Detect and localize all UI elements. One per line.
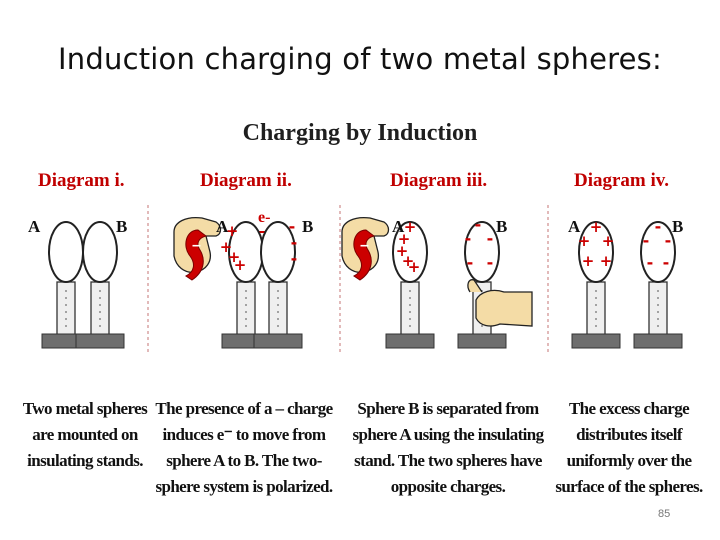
positive-charge: + [602,232,615,250]
negative-charge: - [289,217,296,236]
negative-charge: - [465,229,472,248]
sphere-label-a: A [216,217,229,236]
separating-hand [467,279,533,327]
sphere-label-b: B [672,217,683,236]
caption-line: sphere A using the insulating [352,425,544,444]
negative-charge: - [647,253,654,272]
charged-rod-2-rod-charge: – [192,237,201,254]
positive-charge: + [398,230,411,248]
positive-charge: + [226,222,239,240]
charged-rod-3-rod [353,229,376,281]
sphere-label-a: A [28,217,41,236]
sphere-label-b: B [302,217,313,236]
stand-a-3-base [385,333,435,349]
negative-charge: - [655,217,662,236]
caption-line: induces e⁻ to move from [162,425,327,444]
hands-and-rods: –– [173,216,533,327]
sphere-labels: A B A B A B A Be- [28,209,683,236]
caption-line: opposite charges. [390,477,506,496]
negative-charge: - [467,253,474,272]
charged-rod-3-rod-charge: – [360,237,369,254]
sphere-label-b: B [116,217,127,236]
positive-charge: + [590,218,603,236]
negative-charge: - [475,215,482,234]
charged-rod-2: – [173,216,222,281]
separating-hand-palm [475,289,533,327]
sphere-b-4 [640,221,676,283]
panel-caption-4: The excess charge distributes itself uni… [548,396,710,500]
negative-charge: - [487,229,494,248]
caption-line: stand. The two spheres have [354,451,542,470]
stand-b-2-base [253,333,303,349]
charged-rod-2-rod [185,229,208,281]
sphere-a-3 [392,221,428,283]
positive-charge: + [578,232,591,250]
caption-line: distributes itself [576,425,682,444]
positive-charge: + [396,242,409,260]
panel-label-4: Diagram iv. [574,170,669,191]
positive-charge: + [228,248,241,266]
sphere-a-1 [48,221,84,283]
electron-label: e- [258,209,270,226]
caption-line: are mounted on [32,425,138,444]
panel-caption-2: The presence of a – charge induces e⁻ to… [148,396,340,500]
positive-charge: + [408,258,421,276]
stand-b-3-base [457,333,507,349]
panel-caption-1: Two metal spheres are mounted on insulat… [10,396,160,474]
sphere-label-a: A [392,217,405,236]
panel-label-1: Diagram i. [38,170,125,191]
charges: ++++---+++++-----+++++----- [220,215,672,276]
charged-rod-3: – [341,216,390,281]
panel-caption-3: Sphere B is separated from sphere A usin… [344,396,552,500]
sphere-b-1 [82,221,118,283]
sphere-label-a: A [568,217,581,236]
caption-line: uniformly over the [566,451,692,470]
caption-line: Two metal spheres [22,399,148,418]
sphere-label-b: B [496,217,507,236]
metal-spheres [48,221,676,283]
sphere-a-4 [578,221,614,283]
positive-charge: + [582,252,595,270]
slide-title: Induction charging of two metal spheres: [58,42,662,76]
positive-charge: + [404,218,417,236]
caption-line: insulating stands. [27,451,143,470]
panel-dividers [147,205,549,352]
caption-line: surface of the spheres. [555,477,703,496]
negative-charge: - [291,249,298,268]
negative-charge: - [663,253,670,272]
stand-b-4-base [633,333,683,349]
positive-charge: + [600,252,613,270]
caption-line: sphere system is polarized. [155,477,333,496]
diagram-heading: Charging by Induction [242,120,478,146]
separating-hand-thumb [467,279,483,293]
negative-charge: - [643,231,650,250]
positive-charge: + [220,238,233,256]
panel-label-3: Diagram iii. [390,170,488,191]
stand-b-1-base [75,333,125,349]
stand-a-4-base [571,333,621,349]
sphere-b-3 [464,221,500,283]
positive-charge: + [234,256,247,274]
page-number: 85 [658,508,671,520]
negative-charge: - [291,233,298,252]
sphere-b-2 [260,221,296,283]
caption-line: sphere A to B. The two- [166,451,322,470]
panel-label-2: Diagram ii. [200,170,292,191]
caption-line: Sphere B is separated from [357,399,539,418]
caption-line: The presence of a – charge [155,399,333,418]
negative-charge: - [665,231,672,250]
positive-charge: + [402,252,415,270]
negative-charge: - [487,253,494,272]
sphere-stands [41,281,683,349]
caption-line: The excess charge [568,399,690,418]
